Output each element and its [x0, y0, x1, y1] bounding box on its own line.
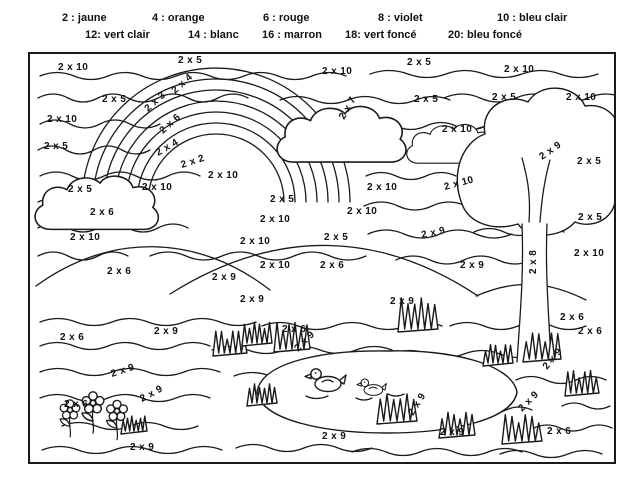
- multiplication-label: 2 x 5: [407, 57, 431, 68]
- color-legend: 2 : jaune 4 : orange 6 : rouge 8 : viole…: [0, 0, 640, 50]
- ducks: [304, 368, 405, 401]
- multiplication-label: 2 x 6: [282, 324, 306, 335]
- grass-tufts: [120, 297, 600, 445]
- multiplication-label: 2 x 10: [208, 170, 238, 181]
- multiplication-label: 2 x 9: [440, 427, 464, 438]
- multiplication-label: 2 x 6: [64, 399, 88, 410]
- legend-item: 2 : jaune: [62, 12, 107, 24]
- tree: [456, 87, 631, 363]
- multiplication-label: 2 x 8: [528, 250, 539, 274]
- legend-item: 18: vert foncé: [345, 29, 417, 41]
- multiplication-label: 2 x 10: [142, 182, 172, 193]
- multiplication-label: 2 x 9: [390, 296, 414, 307]
- multiplication-label: 2 x 6: [320, 260, 344, 271]
- multiplication-label: 2 x 5: [178, 55, 202, 66]
- multiplication-label: 2 x 10: [47, 114, 77, 125]
- multiplication-label: 2 x 10: [240, 236, 270, 247]
- multiplication-label: 2 x 10: [322, 66, 352, 77]
- multiplication-label: 2 x 9: [154, 326, 178, 337]
- multiplication-label: 2 x 5: [578, 212, 602, 223]
- legend-item: 20: bleu foncé: [448, 29, 522, 41]
- multiplication-label: 2 x 9: [212, 272, 236, 283]
- multiplication-label: 2 x 9: [240, 294, 264, 305]
- multiplication-label: 2 x 10: [442, 124, 472, 135]
- multiplication-label: 2 x 10: [367, 182, 397, 193]
- legend-item: 10 : bleu clair: [497, 12, 568, 24]
- legend-item: 6 : rouge: [263, 12, 310, 24]
- multiplication-label: 2 x 5: [68, 184, 92, 195]
- pond: [256, 350, 518, 434]
- multiplication-label: 2 x 9: [460, 260, 484, 271]
- multiplication-label: 2 x 6: [578, 326, 602, 337]
- multiplication-label: 2 x 5: [270, 194, 294, 205]
- multiplication-label: 2 x 6: [107, 266, 131, 277]
- multiplication-label: 2 x 6: [90, 207, 114, 218]
- multiplication-label: 2 x 6: [560, 312, 584, 323]
- multiplication-label: 2 x 6: [547, 426, 571, 437]
- multiplication-label: 2 x 9: [110, 362, 136, 380]
- multiplication-label: 2 x 5: [324, 232, 348, 243]
- legend-item: 16 : marron: [262, 29, 322, 41]
- multiplication-label: 2 x 5: [44, 141, 68, 152]
- multiplication-label: 2 x 10: [260, 214, 290, 225]
- multiplication-label: 2 x 10: [504, 64, 534, 75]
- multiplication-label: 2 x 10: [58, 62, 88, 73]
- multiplication-label: 2 x 10: [70, 232, 100, 243]
- multiplication-label: 2 x 5: [577, 156, 601, 167]
- multiplication-label: 2 x 10: [347, 206, 377, 217]
- multiplication-label: 2 x 5: [414, 94, 438, 105]
- legend-item: 12: vert clair: [85, 29, 150, 41]
- multiplication-label: 2 x 9: [516, 389, 541, 414]
- multiplication-label: 2 x 5: [102, 94, 126, 105]
- flowers: [59, 391, 129, 441]
- legend-item: 14 : blanc: [188, 29, 239, 41]
- legend-item: 4 : orange: [152, 12, 205, 24]
- multiplication-label: 2 x 6: [60, 332, 84, 343]
- legend-item: 8 : violet: [378, 12, 423, 24]
- multiplication-label: 2 x 9: [130, 442, 154, 453]
- multiplication-label: 2 x 9: [322, 431, 346, 442]
- multiplication-label: 2 x 10: [260, 260, 290, 271]
- multiplication-label: 2 x 10: [566, 92, 596, 103]
- multiplication-label: 2 x 9: [420, 225, 446, 241]
- multiplication-label: 2 x 2: [180, 153, 206, 171]
- multiplication-label: 2 x 10: [574, 248, 604, 259]
- multiplication-label: 2 x 5: [492, 92, 516, 103]
